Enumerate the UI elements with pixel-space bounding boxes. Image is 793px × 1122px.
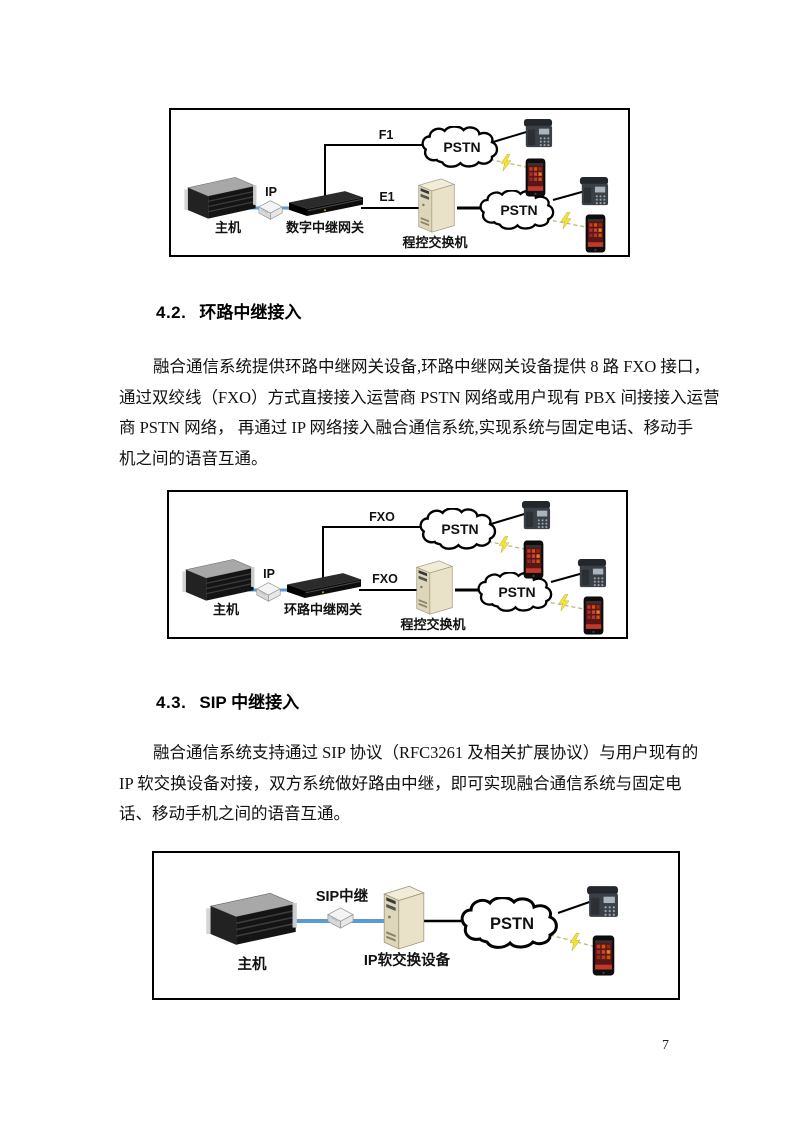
gateway-label: 环路中继网关 [284,602,362,617]
section-title: SIP 中继接入 [199,693,300,712]
pbx-label: 程控交换机 [400,617,465,632]
desk-phone-icon [521,500,551,530]
softswitch-label: IP软交换设备 [364,951,451,969]
mobile-phone-icon [583,596,604,635]
section-heading-4-3: 4.3. SIP 中继接入 [156,688,299,713]
pstn-label: PSTN [441,521,478,537]
gateway-label: 数字中继网关 [286,220,364,235]
paragraph-line: 融合通信系统支持通过 SIP 协议（RFC3261 及相关扩展协议）与用户现有的 [153,743,699,762]
lightning-bolt-icon [559,594,570,611]
paragraph-line: 融合通信系统提供环路中继网关设备,环路中继网关设备提供 8 路 FXO 接口， [153,357,710,376]
section-4-3-paragraph: 融合通信系统支持通过 SIP 协议（RFC3261 及相关扩展协议）与用户现有的… [119,738,699,830]
mobile-phone-icon [523,540,544,579]
section-title: 环路中继接入 [199,303,302,322]
host-label: 主机 [215,220,241,235]
desk-phone-icon [579,176,609,206]
mobile-phone-icon [585,214,606,253]
desk-phone-icon [587,886,618,917]
link-top-label: F1 [379,128,394,142]
host-label: 主机 [238,955,267,973]
section-number: 4.3. [156,693,187,712]
link-bottom-label: E1 [379,190,394,204]
lightning-bolt-icon [501,154,512,171]
desk-phone-icon [523,118,553,148]
page-number: 7 [662,1038,669,1053]
host-server-icon [181,558,256,602]
figure-loop-trunk-diagram: 主机 IP 环路中继网关 程控交换机 FXO FXO PSTN PSTN [167,490,628,639]
pstn-label: PSTN [498,584,535,600]
sip-trunk-label: SIP中继 [316,887,369,905]
host-server-icon [183,176,258,220]
lightning-bolt-icon [499,536,510,553]
lightning-bolt-icon [561,212,572,229]
desk-phone-icon [577,558,607,588]
pstn-label: PSTN [490,915,534,933]
host-label: 主机 [213,602,239,617]
pbx-icon [416,560,453,615]
ip-switch-icon [327,907,354,929]
paragraph-line: 通过双绞线（FXO）方式直接接入运营商 PSTN 网络或用户现有 PBX 间接接… [119,387,720,407]
paragraph-line: 商 PSTN 网络， 再通过 IP 网络接入融合通信系统,实现系统与固定电话、移… [119,418,694,437]
mobile-phone-icon [525,158,546,197]
section-heading-4-2: 4.2. 环路中继接入 [156,298,301,323]
lightning-bolt-icon [570,933,581,951]
softswitch-icon [383,885,425,950]
section-number: 4.2. [156,303,187,322]
paragraph-line: IP 软交换设备对接，双方系统做好路由中继，即可实现融合通信系统与固定电 [119,773,682,793]
ip-label: IP [265,185,277,199]
pstn-label: PSTN [500,202,537,218]
host-server-icon [205,892,298,946]
ip-label: IP [263,567,275,581]
paragraph-line: 机之间的语音互通。 [119,448,268,468]
pstn-label: PSTN [443,139,480,155]
ip-switch-icon [256,582,281,602]
ip-switch-icon [258,200,283,220]
mobile-phone-icon [592,935,615,976]
paragraph-line: 话、移动手机之间的语音互通。 [119,804,350,823]
pbx-label: 程控交换机 [402,235,467,250]
figure-digital-trunk-diagram: 主机 IP 数字中继网关 程控交换机 F1 E1 PSTN PSTN [169,108,630,257]
link-top-label: FXO [369,510,395,524]
section-4-2-paragraph: 融合通信系统提供环路中继网关设备,环路中继网关设备提供 8 路 FXO 接口， … [119,352,720,474]
link-bottom-label: FXO [372,572,398,586]
figure-sip-trunk-diagram: 主机 SIP中继 IP软交换设备 PSTN [152,851,680,1000]
pbx-icon [418,178,455,233]
